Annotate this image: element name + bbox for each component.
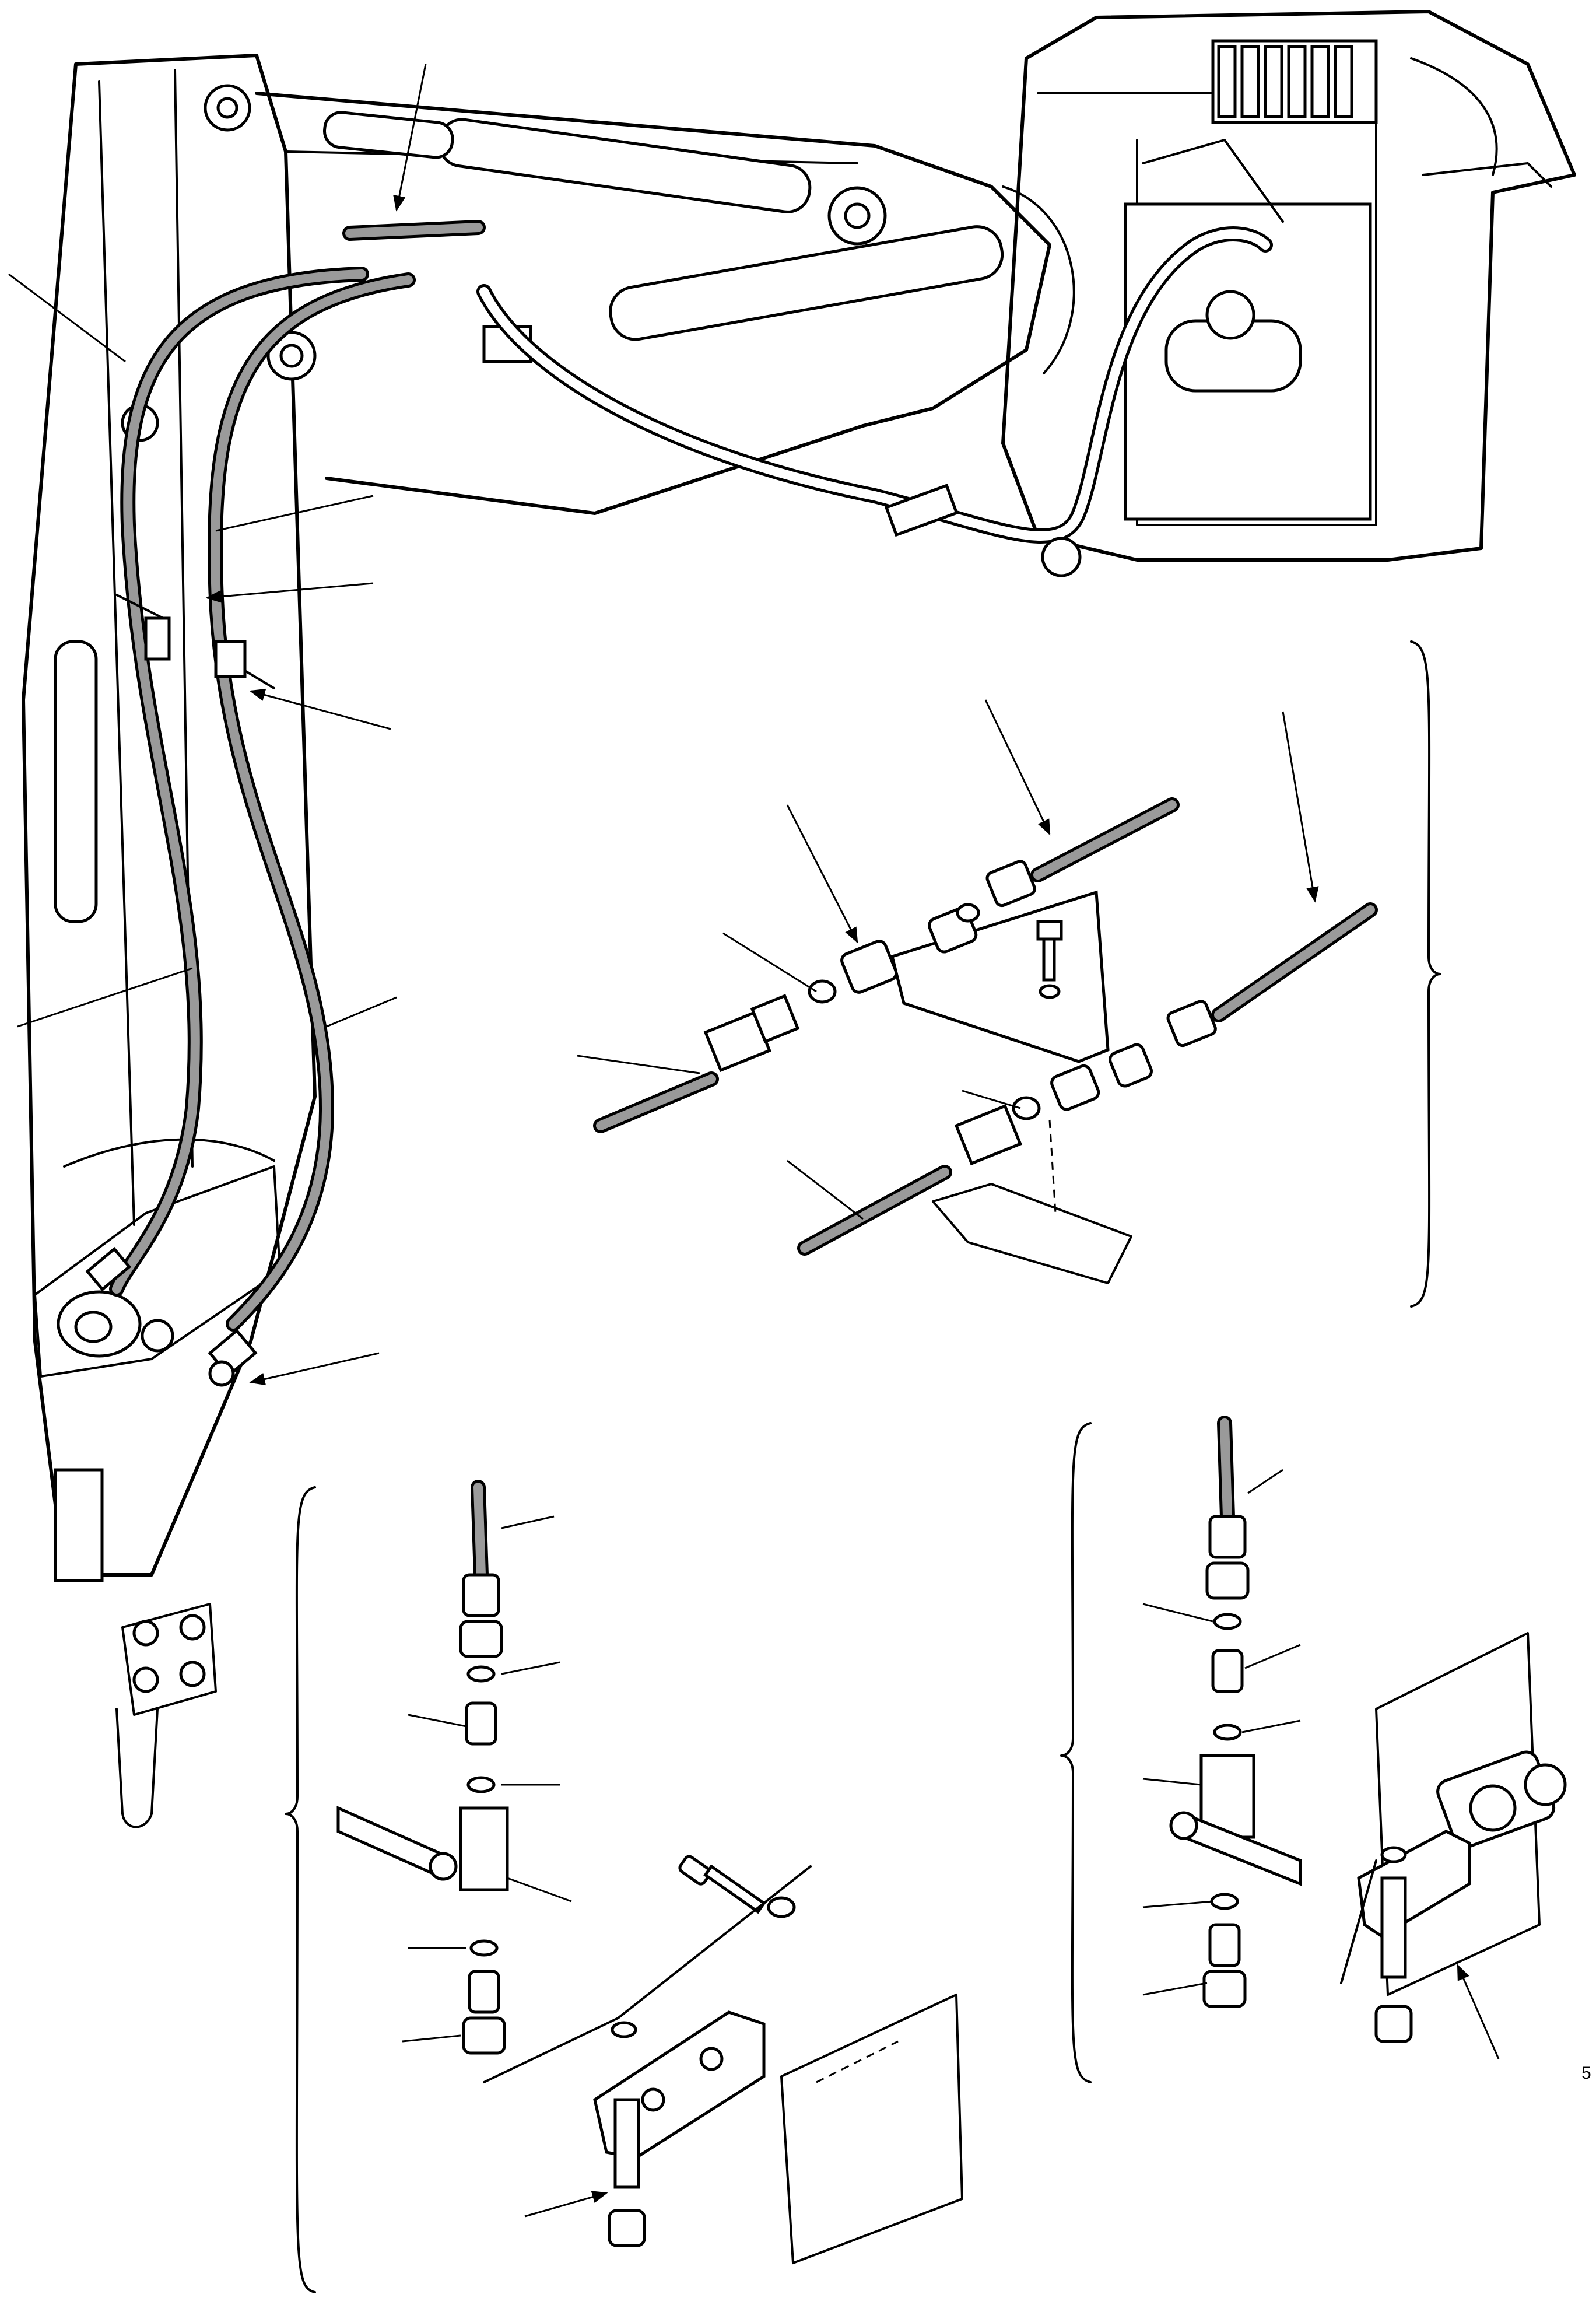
main-view-leader-lines <box>8 64 427 1386</box>
detail-valve-view-left <box>285 1480 963 2293</box>
page-number: 5 <box>1581 2064 1591 2083</box>
dipper-and-cylinders <box>255 92 1075 515</box>
boom-arm <box>22 54 317 1828</box>
machine-frame <box>1001 10 1576 562</box>
detail-manifold-view <box>577 640 1441 1308</box>
hydraulic-hose-pair <box>85 220 1273 1387</box>
detail-valve-view-right <box>1060 1416 1567 2083</box>
control-valve-bank <box>1217 45 1353 118</box>
